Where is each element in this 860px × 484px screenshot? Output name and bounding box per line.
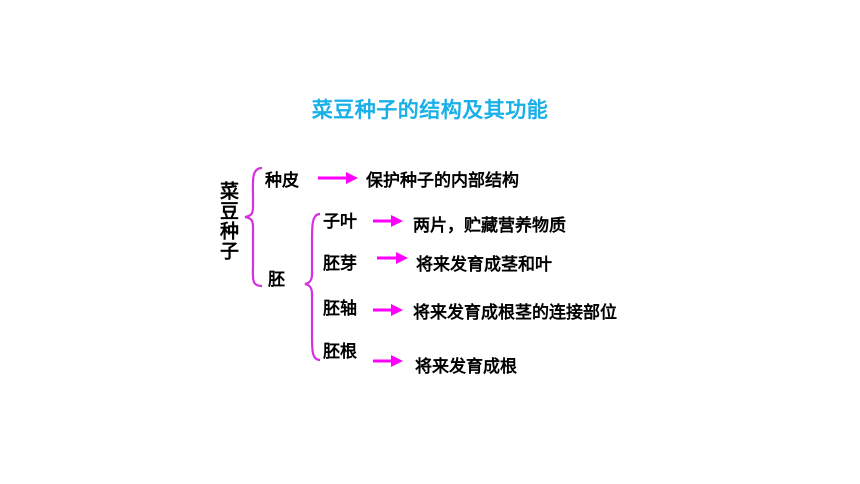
inner-brace xyxy=(304,212,321,362)
arrow-plumule xyxy=(377,252,408,264)
page-title: 菜豆种子的结构及其功能 xyxy=(311,98,549,122)
radicle-function: 将来发育成根 xyxy=(415,357,517,377)
hypocotyl-label: 胚轴 xyxy=(323,299,357,319)
seed-coat-function: 保护种子的内部结构 xyxy=(366,171,519,191)
seed-coat-label: 种皮 xyxy=(265,171,299,191)
arrow-hypocotyl xyxy=(373,304,403,316)
outer-brace xyxy=(244,166,263,288)
plumule-label: 胚芽 xyxy=(323,254,357,274)
plumule-function: 将来发育成茎和叶 xyxy=(416,255,552,275)
embryo-label: 胚 xyxy=(268,270,285,290)
arrow-seed-coat xyxy=(318,172,358,184)
hypocotyl-function: 将来发育成根茎的连接部位 xyxy=(413,303,617,323)
cotyledon-label: 子叶 xyxy=(323,212,357,232)
radicle-label: 胚根 xyxy=(323,342,357,362)
arrow-radicle xyxy=(373,355,403,367)
cotyledon-function: 两片，贮藏营养物质 xyxy=(413,216,566,236)
root-label: 菜豆种子 xyxy=(217,181,239,261)
arrow-cotyledon xyxy=(373,215,403,227)
